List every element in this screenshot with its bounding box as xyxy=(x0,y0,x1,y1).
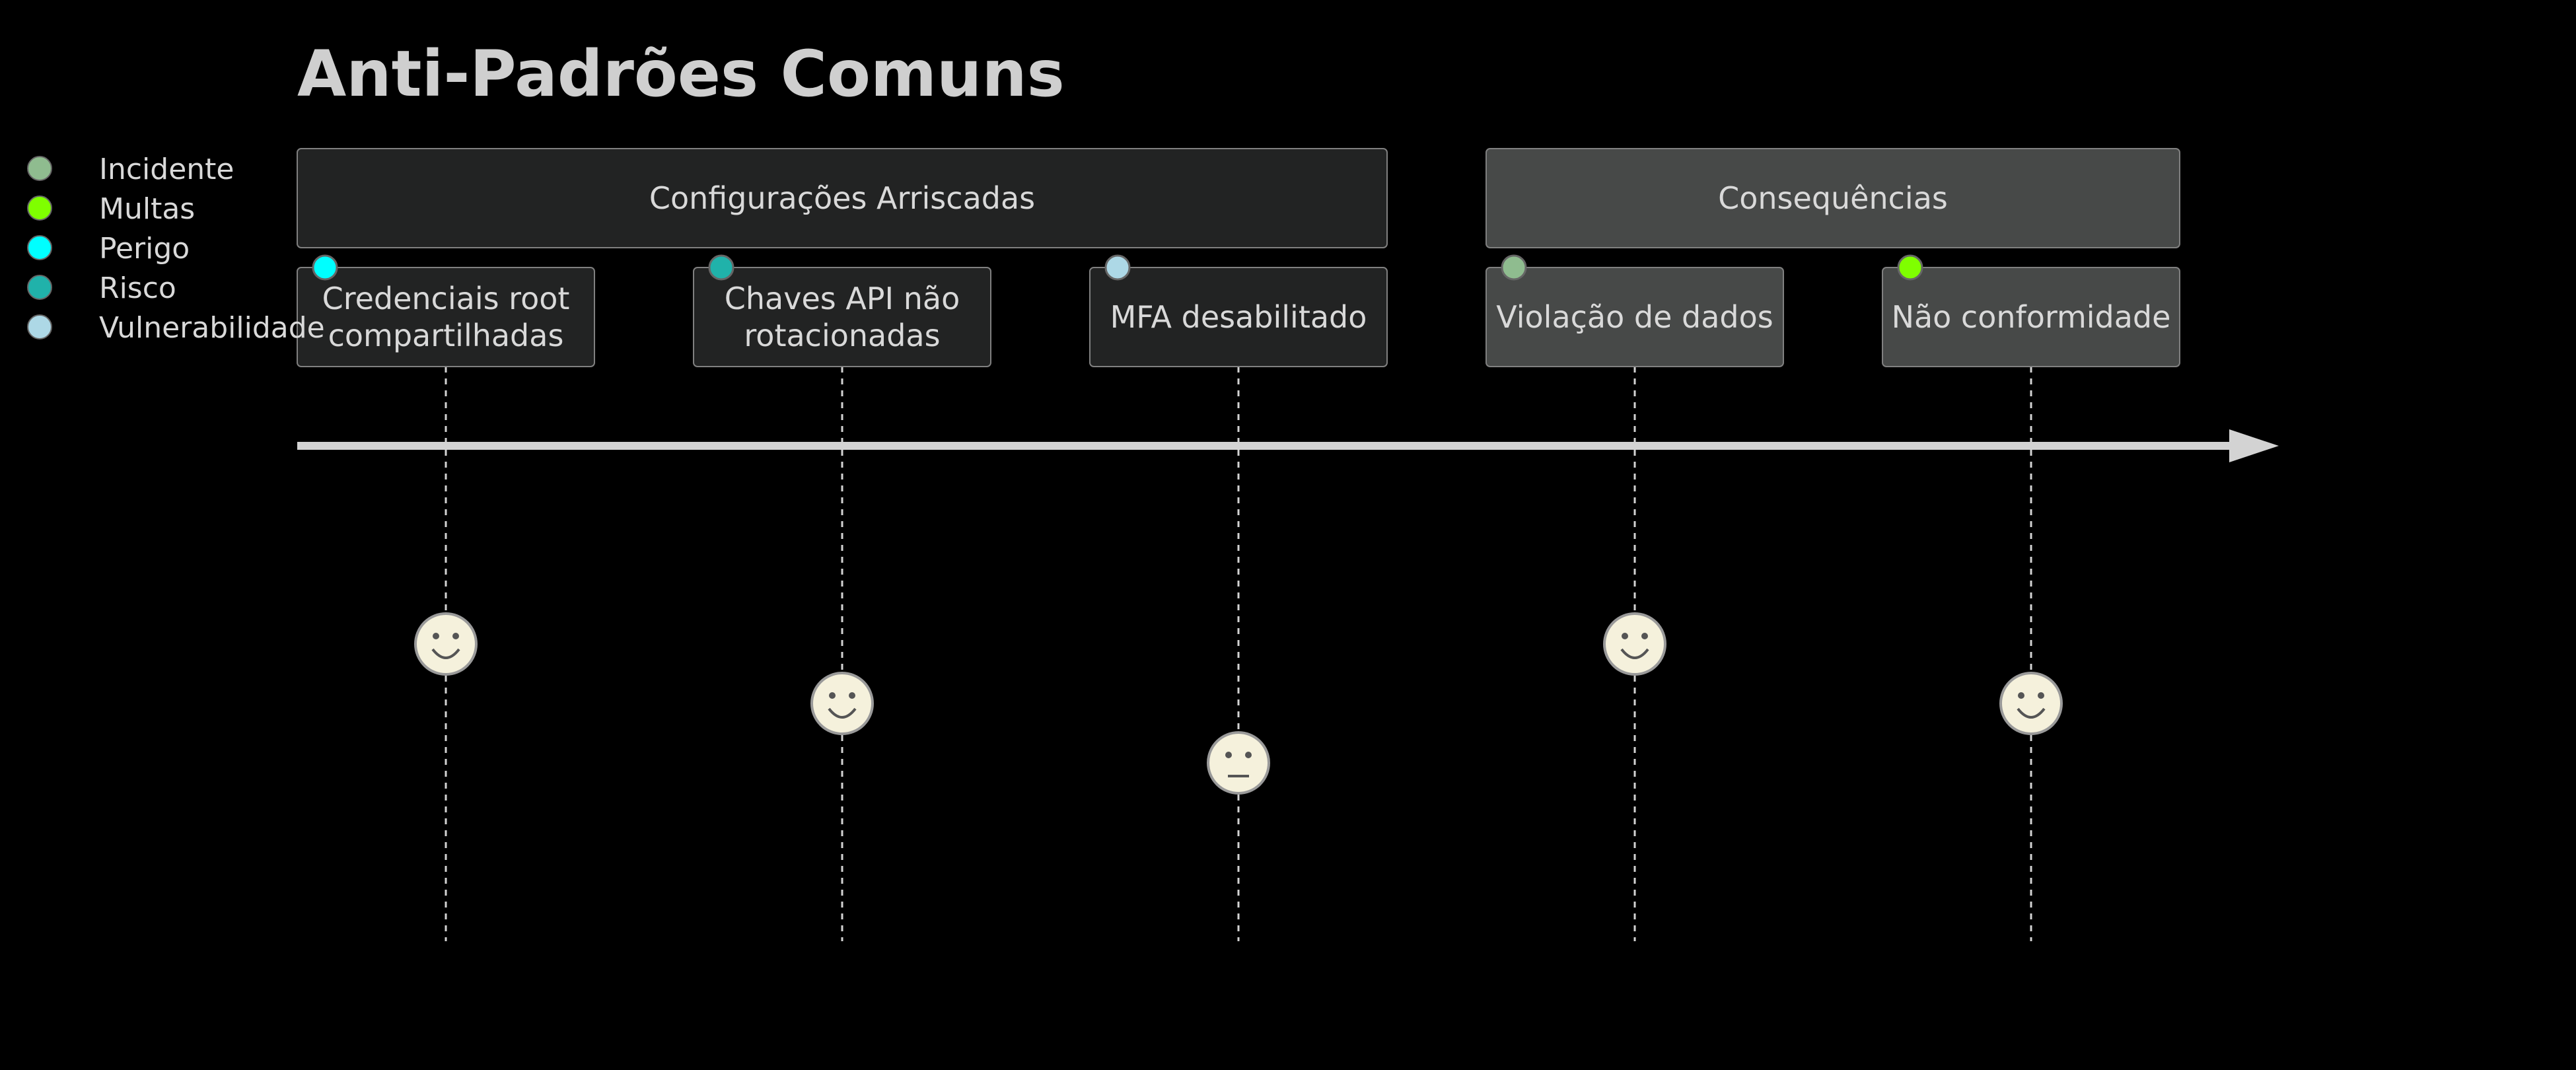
legend-label: Risco xyxy=(99,271,176,305)
legend-swatch xyxy=(27,275,52,300)
section-box xyxy=(1485,148,2180,248)
legend-label: Incidente xyxy=(99,153,234,186)
legend-swatch xyxy=(27,235,52,260)
legend-swatch xyxy=(27,314,52,339)
section: Consequências xyxy=(1485,148,2180,248)
legend-swatch xyxy=(27,156,52,181)
section-label: Configurações Arriscadas xyxy=(649,180,1035,216)
timeline-axis xyxy=(297,429,2279,462)
legend-item: Multas xyxy=(27,192,195,226)
task-box xyxy=(1089,267,1388,367)
task-label: Violação de dados xyxy=(1496,299,1773,335)
task-label: Credenciais root xyxy=(322,281,570,316)
section-label: Consequências xyxy=(1718,180,1948,216)
category-dot xyxy=(1501,254,1527,281)
legend-swatch xyxy=(27,196,52,221)
task-label: rotacionadas xyxy=(744,318,940,353)
category-dot xyxy=(1897,254,1923,281)
happy-face-icon xyxy=(1603,612,1666,676)
task-box xyxy=(1882,267,2180,367)
task: Não conformidade xyxy=(1882,254,2180,941)
task-label: Chaves API não xyxy=(725,281,960,316)
section: Configurações Arriscadas xyxy=(297,148,1388,248)
category-dot xyxy=(708,254,734,281)
legend-label: Vulnerabilidade xyxy=(99,311,325,345)
legend-label: Perigo xyxy=(99,232,190,266)
category-dot xyxy=(1104,254,1131,281)
category-dot xyxy=(312,254,338,281)
legend-item: Risco xyxy=(27,271,176,305)
task-label: compartilhadas xyxy=(328,318,564,353)
axis-arrow-icon xyxy=(2229,429,2279,462)
task-box xyxy=(297,267,595,367)
task: MFA desabilitado xyxy=(1089,254,1388,941)
happy-face-icon xyxy=(810,672,874,735)
sections: Configurações Arriscadas Consequências xyxy=(297,148,2180,248)
task-box xyxy=(1485,267,1784,367)
happy-face-icon xyxy=(414,612,478,676)
neutral-face-icon xyxy=(1207,731,1270,795)
task: Violação de dados xyxy=(1485,254,1784,941)
diagram-title: Anti-Padrões Comuns xyxy=(297,37,1065,111)
happy-face-icon xyxy=(1999,672,2063,735)
legend: IncidenteMultasPerigoRiscoVulnerabilidad… xyxy=(27,153,325,345)
task-label: Não conformidade xyxy=(1892,299,2171,335)
legend-item: Vulnerabilidade xyxy=(27,311,325,345)
section-box xyxy=(297,148,1388,248)
legend-label: Multas xyxy=(99,192,195,226)
legend-item: Incidente xyxy=(27,153,234,186)
legend-item: Perigo xyxy=(27,232,190,266)
task-box xyxy=(693,267,991,367)
task-label: MFA desabilitado xyxy=(1110,299,1367,335)
